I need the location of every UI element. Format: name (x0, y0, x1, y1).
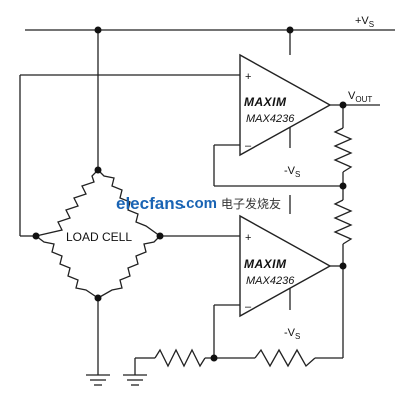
load-cell-label: LOAD CELL (66, 230, 132, 244)
opamp-top-part: MAX4236 (246, 113, 295, 125)
opamp-bottom-part: MAX4236 (246, 275, 295, 287)
opamp-bottom: + – MAXIM MAX4236 (239, 214, 332, 318)
opamp-bottom-brand: MAXIM (244, 257, 287, 271)
ground-symbol-right (123, 374, 147, 386)
opamp-top-brand: MAXIM (244, 95, 287, 109)
resistor-gain-left (154, 348, 206, 368)
watermark-site: elecfans (116, 194, 184, 213)
wires (19, 29, 395, 375)
supply-positive-label: +VS (355, 15, 374, 29)
opamp-bottom-minus-label: – (245, 301, 252, 313)
opamp-top-plus-label: + (245, 71, 251, 83)
opamp-top: + – MAXIM MAX4236 (239, 53, 332, 157)
opamp-bottom-plus-label: + (245, 232, 251, 244)
supply-negative-label-top: -VS (284, 165, 300, 179)
resistor-gain-right (254, 348, 316, 368)
resistor-feedback-upper (333, 127, 353, 173)
load-cell-bridge: LOAD CELL (35, 169, 161, 299)
watermark-logo: elecfans .com 电子发烧友 (116, 194, 281, 213)
ground-symbol-left (86, 374, 110, 386)
junction-dots (32, 26, 347, 362)
opamp-top-minus-label: – (245, 140, 252, 152)
resistor-feedback-lower (333, 199, 353, 245)
watermark-chinese: 电子发烧友 (221, 196, 281, 211)
output-label: VOUT (348, 90, 372, 104)
supply-negative-label-bottom: -VS (284, 327, 300, 341)
watermark-domain: .com (182, 195, 217, 212)
